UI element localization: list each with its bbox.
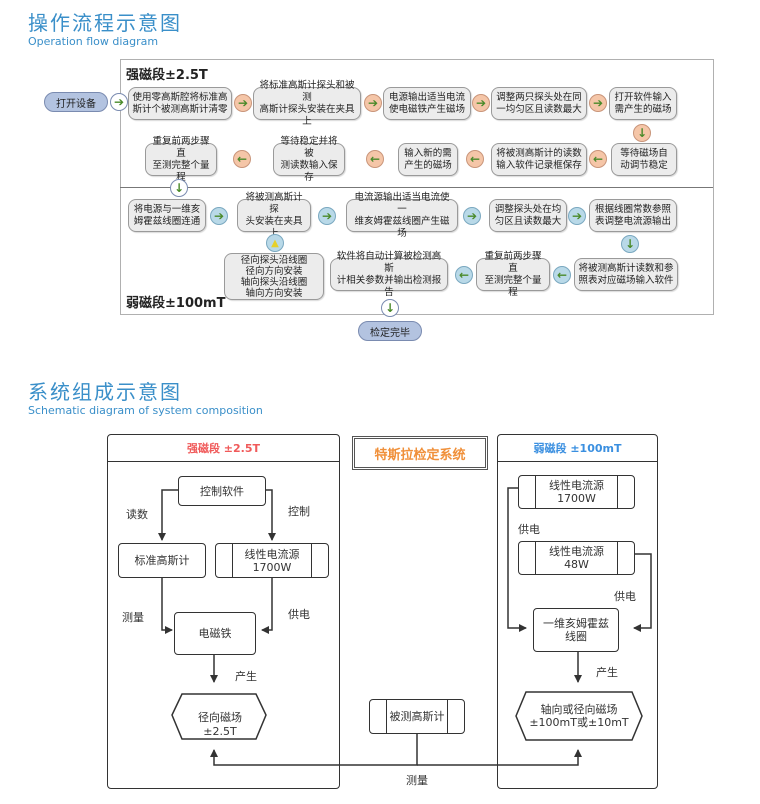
arrow-right-icon: ➔ — [234, 94, 252, 112]
arrow-left-icon: ← — [233, 150, 251, 168]
weak-field-title: 弱磁段±100mT — [126, 296, 226, 311]
installation-note-text: 径向探头沿线圈 径向方向安装 轴向探头沿线圈 轴向方向安装 — [240, 254, 308, 299]
arrow-left-icon: ← — [455, 266, 473, 284]
flow-step: 将电源与一维亥 姆霍兹线圈连通 — [128, 199, 206, 232]
flow-step: 电源输出适当电流 使电磁铁产生磁场 — [383, 87, 471, 120]
section-subtitle-system-composition: Schematic diagram of system composition — [28, 404, 263, 417]
control-software-box: 控制软件 — [178, 476, 266, 506]
arrow-left-icon: ← — [366, 150, 384, 168]
system-title: 特斯拉检定系统 — [352, 436, 488, 470]
linear-power-supply-1700w: 线性电流源 1700W — [215, 543, 329, 578]
installation-note: 径向探头沿线圈 径向方向安装 轴向探头沿线圈 轴向方向安装 — [224, 253, 324, 300]
flow-step: 调整探头处在均 匀区且读数最大 — [489, 199, 567, 232]
flow-step: 将被测高斯计读数和参 照表对应磁场输入软件 — [574, 258, 678, 291]
section-title-operation-flow: 操作流程示意图 — [28, 11, 182, 35]
label-supply: 供电 — [288, 608, 310, 621]
arrow-down-icon: ↓ — [170, 179, 188, 197]
power-supply-label: 线性电流源 1700W — [244, 547, 300, 574]
arrow-up-icon: ▲ — [266, 234, 284, 252]
arrow-right-icon: ➔ — [318, 207, 336, 225]
flow-step: 等待磁场自 动调节稳定 — [611, 143, 677, 176]
flow-step: 打开软件输入 需产生的磁场 — [609, 87, 677, 120]
arrow-down-icon: ↓ — [381, 299, 399, 317]
label-supply-1: 供电 — [518, 523, 540, 536]
linear-power-supply-1700w-weak: 线性电流源 1700W — [518, 475, 635, 509]
arrow-down-icon: ↓ — [621, 235, 639, 253]
arrow-left-icon: ← — [466, 150, 484, 168]
arrow-left-icon: ← — [553, 266, 571, 284]
flow-step: 将被测高斯计的读数 输入软件记录框保存 — [491, 143, 587, 176]
weak-field-header: 弱磁段 ±100mT — [498, 435, 657, 462]
arrow-right-icon: ➔ — [472, 94, 490, 112]
arrow-right-icon: ➔ — [364, 94, 382, 112]
axial-radial-field-label: 轴向或径向磁场 ±100mT或±10mT — [529, 703, 629, 729]
arrow-right-icon: ➔ — [110, 93, 128, 111]
arrow-down-icon: ↓ — [633, 124, 651, 142]
label-measure: 测量 — [122, 611, 144, 624]
arrow-left-icon: ← — [589, 150, 607, 168]
field-shape-strong — [171, 693, 267, 740]
arrow-right-icon: ➔ — [463, 207, 481, 225]
arrow-right-icon: ➔ — [210, 207, 228, 225]
label-control: 控制 — [288, 505, 310, 518]
flow-step: 输入新的需 产生的磁场 — [398, 143, 458, 176]
label-generate-weak: 产生 — [596, 666, 618, 679]
field-shape-weak — [515, 691, 643, 741]
flow-step: 使用零高斯腔将标准高 斯计个被测高斯计清零 — [128, 87, 232, 120]
label-measure-bottom: 测量 — [406, 774, 428, 787]
linear-power-supply-48w: 线性电流源 48W — [518, 541, 635, 575]
label-read: 读数 — [126, 508, 148, 521]
radial-field-label: 径向磁场 ±2.5T — [198, 711, 242, 738]
flow-step: 根据线圈常数参照 表调整电流源输出 — [589, 199, 677, 232]
gauss-meter-under-test: 被测高斯计 — [369, 699, 465, 734]
label-supply-2: 供电 — [614, 590, 636, 603]
flow-step: 调整两只探头处在同 一均匀区且读数最大 — [491, 87, 587, 120]
flow-divider — [120, 187, 713, 188]
end-node: 检定完毕 — [358, 321, 422, 341]
helmholtz-coil-box: 一维亥姆霍兹 线圈 — [533, 608, 619, 652]
power-supply-label: 线性电流源 48W — [549, 545, 604, 571]
arrow-right-icon: ➔ — [568, 207, 586, 225]
section-subtitle-operation-flow: Operation flow diagram — [28, 35, 159, 48]
section-title-system-composition: 系统组成示意图 — [28, 380, 182, 404]
standard-gauss-meter-box: 标准高斯计 — [118, 543, 206, 578]
electromagnet-box: 电磁铁 — [174, 612, 256, 655]
start-node: 打开设备 — [44, 92, 108, 112]
label-generate: 产生 — [235, 670, 257, 683]
dut-label: 被测高斯计 — [389, 710, 445, 723]
power-supply-label: 线性电流源 1700W — [549, 479, 604, 505]
arrow-right-icon: ➔ — [589, 94, 607, 112]
strong-field-title: 强磁段±2.5T — [126, 68, 208, 83]
strong-field-header: 强磁段 ±2.5T — [108, 435, 339, 462]
